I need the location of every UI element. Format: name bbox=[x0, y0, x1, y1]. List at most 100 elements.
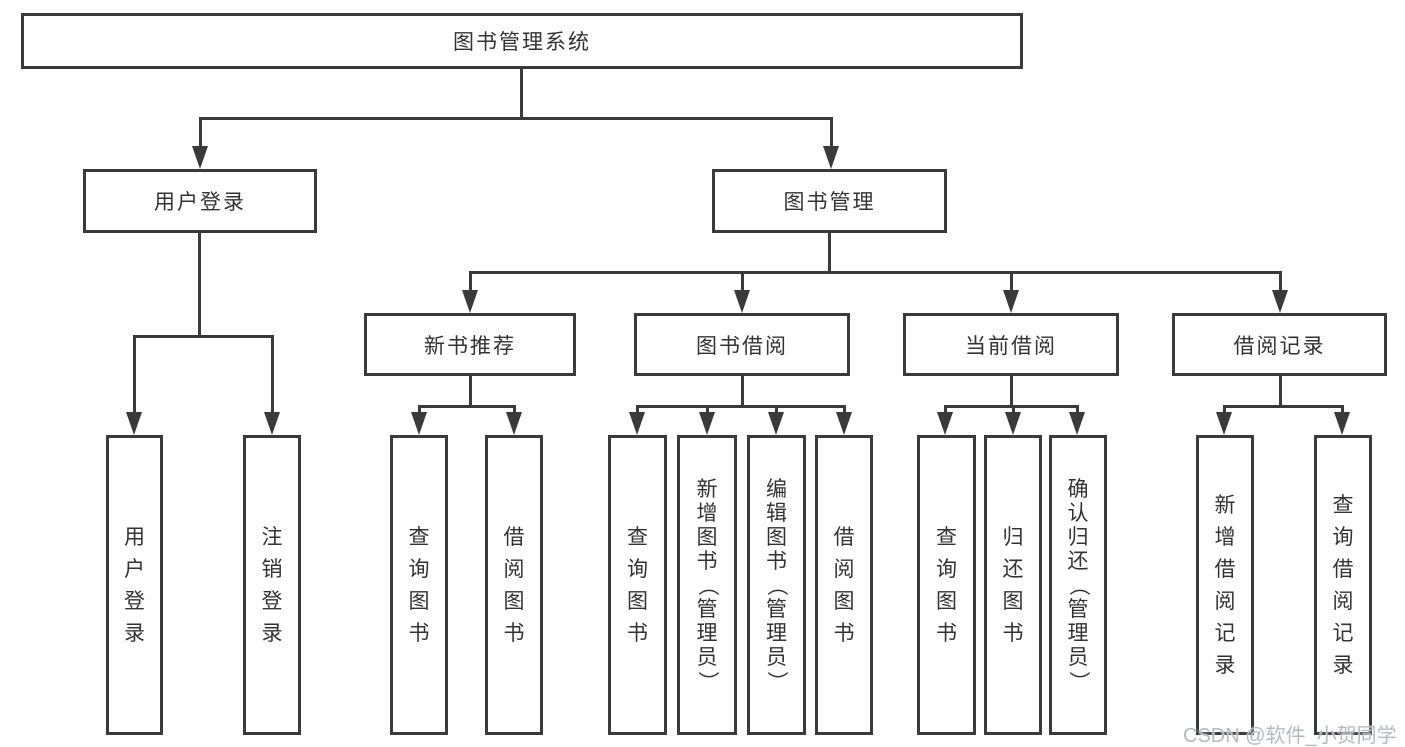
vertical-char: 辑 bbox=[766, 501, 787, 525]
connector-line bbox=[1223, 405, 1344, 408]
node-new-book-recommend: 新书推荐 bbox=[364, 313, 576, 376]
arrowhead-down-icon bbox=[768, 412, 784, 435]
leaf-cb-return-books: 归还图书 bbox=[984, 435, 1042, 735]
vertical-char: 图 bbox=[503, 589, 525, 613]
vertical-char: 归 bbox=[1067, 525, 1089, 549]
vertical-char: ） bbox=[765, 670, 788, 692]
leaf-bb-edit-books-admin-label: 编辑图书（管理员） bbox=[765, 438, 788, 732]
arrowhead-down-icon bbox=[264, 412, 280, 435]
vertical-char: 注 bbox=[261, 525, 283, 549]
vertical-char: 图 bbox=[408, 589, 430, 613]
connector-line bbox=[741, 271, 744, 292]
connector-line bbox=[1076, 405, 1079, 414]
leaf-br-query-record-label: 查询借阅记录 bbox=[1333, 438, 1354, 732]
arrowhead-down-icon bbox=[1003, 290, 1019, 313]
connector-line bbox=[513, 405, 516, 414]
vertical-char: ） bbox=[1066, 670, 1090, 692]
vertical-char: 书 bbox=[1002, 621, 1024, 645]
vertical-char: 阅 bbox=[1332, 589, 1354, 613]
leaf-cb-query-books-label: 查询图书 bbox=[936, 438, 957, 732]
connector-line bbox=[830, 117, 833, 148]
leaf-nbr-query-books: 查询图书 bbox=[390, 435, 448, 735]
vertical-char: 员 bbox=[696, 645, 718, 669]
connector-line bbox=[1010, 376, 1013, 407]
arrowhead-down-icon bbox=[937, 412, 953, 435]
leaf-cb-confirm-return-admin: 确认归还（管理员） bbox=[1049, 435, 1107, 735]
arrowhead-down-icon bbox=[699, 412, 715, 435]
vertical-char: ） bbox=[695, 670, 719, 692]
vertical-char: 图 bbox=[833, 589, 855, 613]
vertical-char: 查 bbox=[627, 525, 648, 549]
vertical-char: 图 bbox=[936, 589, 957, 613]
vertical-char: 书 bbox=[936, 621, 957, 645]
vertical-char: 借 bbox=[833, 525, 855, 549]
connector-line bbox=[133, 335, 136, 414]
vertical-char: 管 bbox=[1067, 597, 1089, 621]
vertical-char: 书 bbox=[503, 621, 525, 645]
vertical-char: 书 bbox=[696, 549, 718, 573]
vertical-char: 图 bbox=[1002, 589, 1024, 613]
leaf-cb-query-books: 查询图书 bbox=[917, 435, 976, 735]
leaf-bb-add-books-admin-label: 新增图书（管理员） bbox=[695, 438, 719, 732]
leaf-bb-edit-books-admin: 编辑图书（管理员） bbox=[747, 435, 806, 735]
leaf-nbr-query-books-label: 查询图书 bbox=[409, 438, 430, 732]
vertical-char: 还 bbox=[1002, 557, 1024, 581]
vertical-char: （ bbox=[695, 574, 719, 596]
leaf-br-query-record: 查询借阅记录 bbox=[1314, 435, 1372, 735]
vertical-char: 询 bbox=[627, 557, 648, 581]
connector-line bbox=[469, 376, 472, 407]
vertical-char: 记 bbox=[1214, 621, 1236, 645]
arrowhead-down-icon bbox=[126, 412, 142, 435]
vertical-char: 询 bbox=[408, 557, 430, 581]
vertical-char: 借 bbox=[503, 525, 525, 549]
vertical-char: 户 bbox=[124, 557, 145, 581]
connector-line bbox=[944, 405, 947, 414]
vertical-char: 理 bbox=[696, 621, 718, 645]
leaf-bb-query-books-label: 查询图书 bbox=[627, 438, 648, 732]
leaf-br-add-record: 新增借阅记录 bbox=[1196, 435, 1254, 735]
vertical-char: 阅 bbox=[503, 557, 525, 581]
connector-line bbox=[636, 405, 845, 408]
leaf-logout-label: 注销登录 bbox=[262, 438, 283, 732]
vertical-char: 用 bbox=[124, 525, 145, 549]
vertical-char: 书 bbox=[766, 549, 787, 573]
connector-line bbox=[198, 233, 201, 337]
vertical-char: 新 bbox=[696, 477, 718, 501]
vertical-char: 管 bbox=[696, 597, 718, 621]
connector-line bbox=[741, 376, 744, 407]
node-user-login: 用户登录 bbox=[83, 169, 317, 233]
vertical-char: 图 bbox=[696, 525, 718, 549]
vertical-char: 图 bbox=[766, 525, 787, 549]
vertical-char: 书 bbox=[627, 621, 648, 645]
node-book-borrow-label: 图书借阅 bbox=[696, 334, 788, 358]
node-borrow-records: 借阅记录 bbox=[1172, 313, 1387, 376]
node-book-management-label: 图书管理 bbox=[783, 191, 876, 214]
vertical-char: 理 bbox=[766, 621, 787, 645]
vertical-char: 录 bbox=[261, 621, 283, 645]
node-current-borrow: 当前借阅 bbox=[903, 313, 1119, 376]
connector-line bbox=[271, 335, 274, 414]
vertical-char: 认 bbox=[1067, 501, 1089, 525]
vertical-char: 增 bbox=[1214, 525, 1236, 549]
leaf-bb-add-books-admin: 新增图书（管理员） bbox=[677, 435, 737, 735]
leaf-nbr-borrow-books: 借阅图书 bbox=[485, 435, 543, 735]
connector-line bbox=[636, 405, 639, 414]
leaf-bb-query-books: 查询图书 bbox=[608, 435, 667, 735]
node-current-borrow-label: 当前借阅 bbox=[965, 334, 1057, 358]
connector-line bbox=[133, 335, 274, 338]
connector-line bbox=[418, 405, 515, 408]
connector-line bbox=[469, 271, 1281, 274]
connector-line bbox=[520, 69, 523, 117]
leaf-user-login: 用户登录 bbox=[106, 435, 163, 735]
leaf-br-add-record-label: 新增借阅记录 bbox=[1215, 438, 1236, 732]
leaf-bb-borrow-books-label: 借阅图书 bbox=[834, 438, 855, 732]
vertical-char: 增 bbox=[696, 501, 718, 525]
vertical-char: 记 bbox=[1332, 621, 1354, 645]
leaf-nbr-borrow-books-label: 借阅图书 bbox=[504, 438, 525, 732]
node-book-borrow: 图书借阅 bbox=[634, 313, 850, 376]
connector-line bbox=[706, 405, 709, 414]
vertical-char: 书 bbox=[408, 621, 430, 645]
vertical-char: 录 bbox=[124, 621, 145, 645]
leaf-cb-return-books-label: 归还图书 bbox=[1003, 438, 1024, 732]
arrowhead-down-icon bbox=[462, 290, 478, 313]
